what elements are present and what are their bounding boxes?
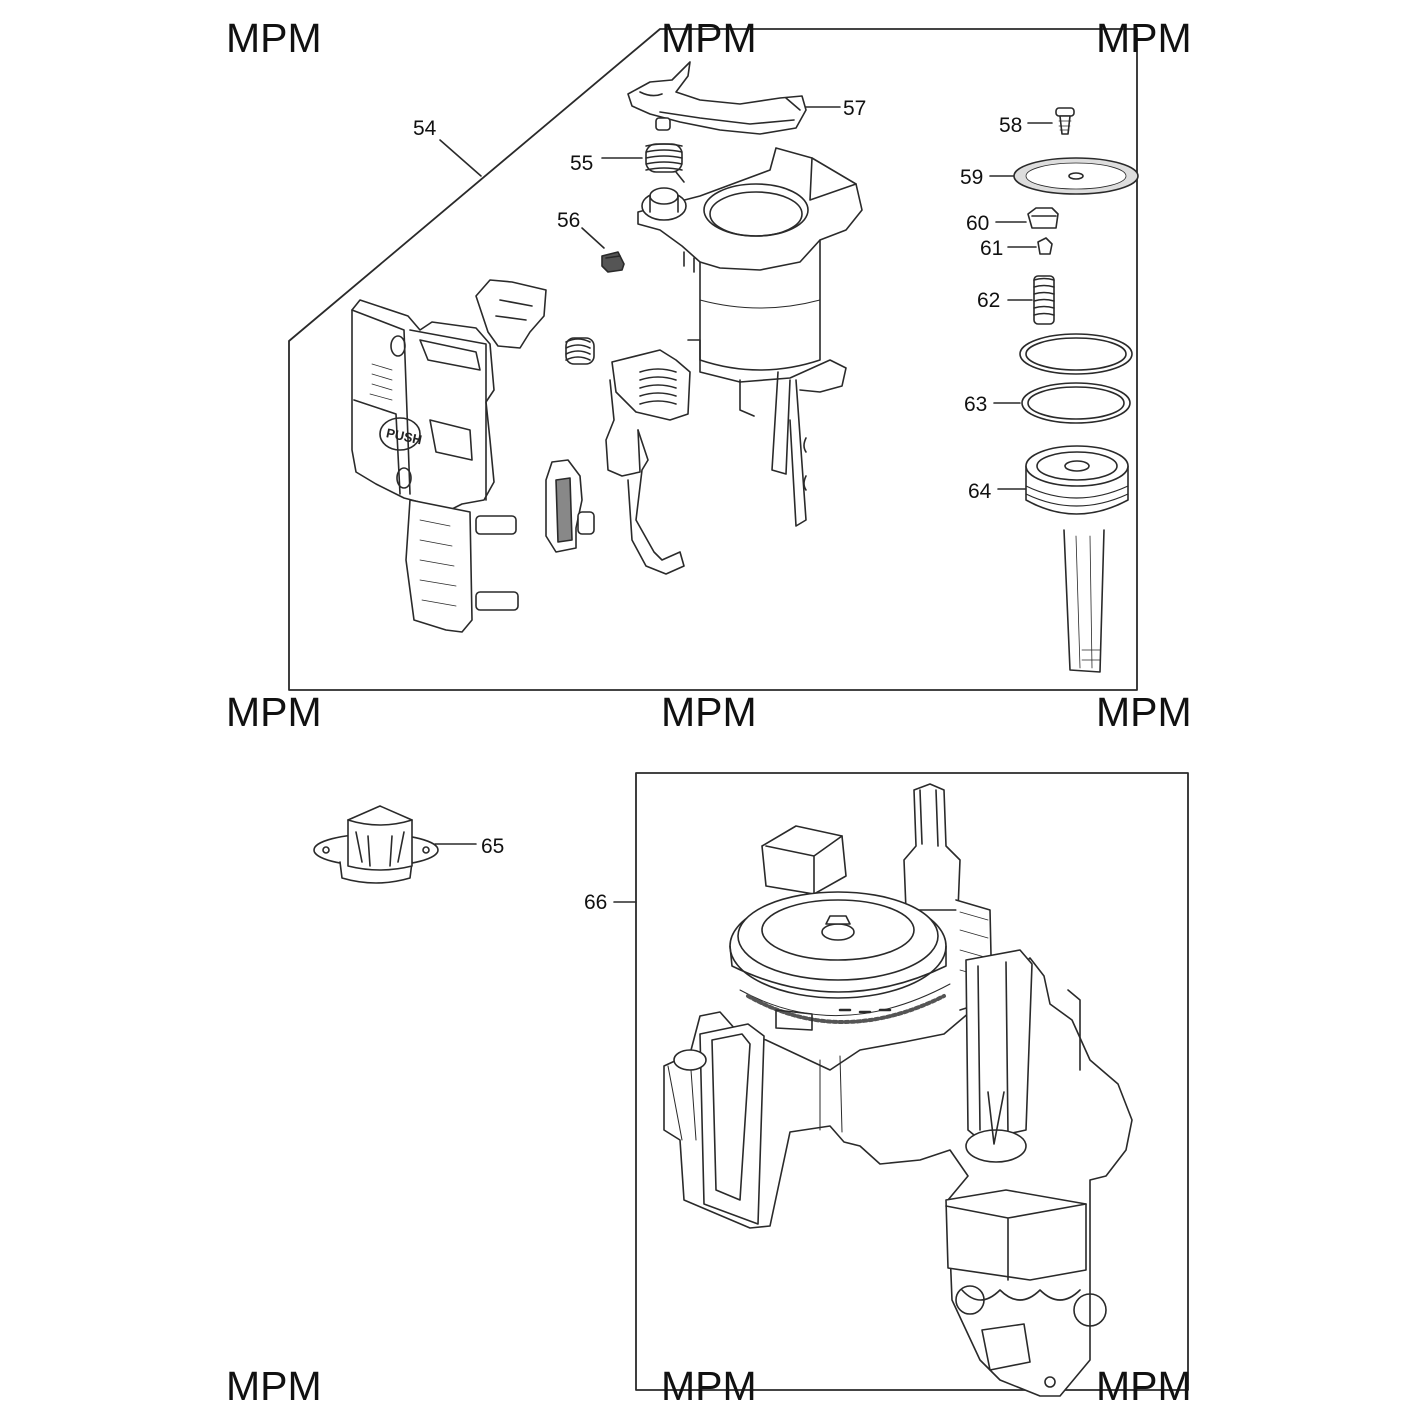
watermark: MPM bbox=[226, 1363, 322, 1409]
watermark: MPM bbox=[1096, 15, 1192, 61]
upper-group-frame bbox=[288, 28, 1138, 691]
part-62-spring bbox=[1033, 275, 1055, 325]
leader-56 bbox=[581, 227, 605, 249]
callout-55: 55 bbox=[570, 152, 594, 175]
callout-60: 60 bbox=[966, 212, 990, 235]
part-55-spring bbox=[645, 143, 685, 183]
callout-56: 56 bbox=[557, 209, 581, 232]
part-64-piston bbox=[1025, 445, 1129, 673]
watermark: MPM bbox=[661, 1363, 757, 1409]
part-61-valve bbox=[1037, 237, 1053, 255]
callout-63: 63 bbox=[964, 393, 988, 416]
push-label: PUSH bbox=[385, 425, 423, 447]
watermark: MPM bbox=[226, 15, 322, 61]
callout-65: 65 bbox=[481, 835, 505, 858]
lower-group-frame bbox=[635, 772, 1189, 1391]
part-cam bbox=[545, 459, 595, 553]
watermark: MPM bbox=[1096, 689, 1192, 735]
part-lever-assembly bbox=[605, 349, 691, 575]
part-57-guide bbox=[627, 61, 807, 135]
callout-66: 66 bbox=[584, 891, 608, 914]
part-65-cap bbox=[313, 805, 439, 884]
part-59-filter-disc bbox=[1013, 157, 1139, 195]
part-56-latch bbox=[601, 251, 625, 273]
part-66-drive-unit bbox=[663, 783, 1133, 1397]
part-60-nut bbox=[1027, 207, 1059, 229]
part-58-screw bbox=[1055, 107, 1075, 135]
callout-58: 58 bbox=[999, 114, 1023, 137]
part-63-o-rings bbox=[1019, 333, 1133, 424]
watermark: MPM bbox=[226, 689, 322, 735]
callout-59: 59 bbox=[960, 166, 984, 189]
callout-62: 62 bbox=[977, 289, 1001, 312]
watermark: MPM bbox=[1096, 1363, 1192, 1409]
callout-54: 54 bbox=[413, 117, 437, 140]
brew-cylinder-unit bbox=[637, 147, 863, 527]
part-small-spring bbox=[565, 337, 595, 365]
watermark: MPM bbox=[661, 689, 757, 735]
callout-61: 61 bbox=[980, 237, 1004, 260]
callout-64: 64 bbox=[968, 480, 992, 503]
callout-57: 57 bbox=[843, 97, 867, 120]
watermark: MPM bbox=[661, 15, 757, 61]
part-54-front-cover bbox=[351, 279, 547, 633]
leader-54 bbox=[439, 139, 482, 177]
